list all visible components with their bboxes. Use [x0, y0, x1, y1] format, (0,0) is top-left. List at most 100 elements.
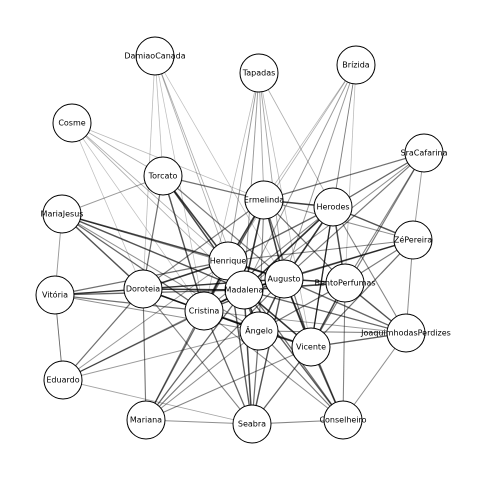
edge-zepereira-henrique	[227, 239, 414, 262]
node-circle-bentoperfumas	[325, 263, 365, 303]
node-cosme: Cosme	[52, 103, 92, 143]
edge-sracafarina-ermelinda	[263, 152, 425, 201]
edge-joaquimhodas-augusto	[283, 278, 407, 334]
node-circle-tapadas	[239, 53, 279, 93]
node-label-madalena: Madalena	[225, 286, 264, 295]
edge-tapadas-henrique	[227, 72, 260, 262]
edge-damiao-augusto	[154, 55, 285, 280]
node-torcato: Torcato	[143, 156, 183, 196]
node-label-cosme: Cosme	[58, 119, 85, 128]
node-label-damiao: DamiaoCanada	[124, 52, 185, 61]
node-eduardo: Eduardo	[43, 360, 83, 400]
node-joaquimhodas: JoaquimhodasPerdizes	[360, 313, 451, 353]
edge-tapadas-vicente	[258, 72, 312, 348]
edge-seabra-cristina	[203, 310, 253, 425]
node-tapadas: Tapadas	[239, 53, 279, 93]
edge-mariana-doroteia	[142, 288, 147, 421]
edge-joaquimhodas-cristina	[203, 310, 407, 334]
edge-cosme-doroteia	[71, 122, 144, 290]
edge-sracafarina-bentoperfumas	[344, 152, 425, 284]
edge-joaquimhodas-madalena	[243, 289, 407, 334]
node-circle-torcato	[143, 156, 183, 196]
edge-vitoria-angelo	[54, 294, 260, 332]
node-circle-brizida	[336, 45, 376, 85]
node-label-mariana: Mariana	[130, 416, 162, 425]
node-circle-mariana	[126, 400, 166, 440]
node-label-mariajesus: MariaJesus	[41, 210, 84, 219]
node-madalena: Madalena	[224, 270, 264, 310]
edge-brizida-madalena	[243, 64, 357, 291]
node-label-ermelinda: Ermelinda	[244, 196, 285, 205]
edge-conselheiro-cristina	[203, 310, 344, 421]
edge-mariana-henrique	[145, 260, 229, 421]
edge-herodes-henrique	[227, 206, 334, 262]
edge-mariana-angelo	[145, 330, 260, 421]
edge-mariajesus-cristina	[61, 213, 205, 312]
node-ermelinda: Ermelinda	[244, 180, 285, 220]
edge-seabra-madalena	[243, 289, 253, 425]
edge-seabra-augusto	[251, 278, 285, 425]
edge-mariana-madalena	[145, 289, 245, 421]
node-circle-mariajesus	[42, 194, 82, 234]
node-circle-conselheiro	[323, 400, 363, 440]
edge-mariana-vicente	[145, 346, 312, 421]
edge-herodes-vicente	[310, 206, 334, 348]
node-circle-eduardo	[43, 360, 83, 400]
edge-mariana-augusto	[145, 278, 285, 421]
edge-tapadas-ermelinda	[258, 72, 265, 201]
node-label-eduardo: Eduardo	[46, 376, 79, 385]
node-damiao: DamiaoCanada	[124, 36, 186, 76]
edge-sracafarina-augusto	[283, 152, 425, 280]
node-label-doroteia: Doroteia	[126, 285, 160, 294]
node-circle-augusto	[264, 259, 304, 299]
edge-seabra-doroteia	[142, 288, 253, 425]
edge-joaquimhodas-angelo	[258, 330, 407, 334]
edge-eduardo-angelo	[62, 330, 260, 381]
edge-mariajesus-angelo	[61, 213, 260, 332]
node-label-joaquimhodas: JoaquimhodasPerdizes	[360, 329, 451, 338]
node-circle-sracafarina	[404, 133, 444, 173]
node-circle-joaquimhodas	[386, 313, 426, 353]
edges-layer	[54, 55, 425, 425]
edge-brizida-bentoperfumas	[344, 64, 357, 284]
node-circle-doroteia	[123, 269, 163, 309]
edge-mariajesus-henrique	[61, 213, 229, 262]
node-circle-damiao	[135, 36, 175, 76]
edge-tapadas-madalena	[243, 72, 260, 291]
edge-cosme-cristina	[71, 122, 205, 312]
edge-damiao-henrique	[154, 55, 229, 262]
node-zepereira: ZéPereira	[393, 220, 433, 260]
edge-joaquimhodas-herodes	[332, 206, 407, 334]
node-seabra: Seabra	[232, 404, 272, 444]
node-vicente: Vicente	[291, 327, 331, 367]
edge-tapadas-augusto	[258, 72, 285, 280]
edge-brizida-ermelinda	[263, 64, 357, 201]
node-label-bentoperfumas: BentoPerfumas	[314, 279, 375, 288]
node-mariajesus: MariaJesus	[41, 194, 84, 234]
node-sracafarina: SraCafarina	[401, 133, 448, 173]
node-label-angelo: Ângelo	[245, 325, 273, 336]
node-circle-madalena	[224, 270, 264, 310]
node-label-cristina: Cristina	[189, 307, 220, 316]
edge-damiao-torcato	[154, 55, 164, 177]
node-brizida: Brízida	[336, 45, 376, 85]
node-circle-seabra	[232, 404, 272, 444]
node-label-vicente: Vicente	[296, 343, 326, 352]
node-label-brizida: Brízida	[342, 61, 370, 70]
edge-sracafarina-vicente	[310, 152, 425, 348]
node-circle-zepereira	[393, 220, 433, 260]
edge-brizida-augusto	[283, 64, 357, 280]
node-mariana: Mariana	[126, 400, 166, 440]
node-label-tapadas: Tapadas	[242, 69, 276, 78]
node-bentoperfumas: BentoPerfumas	[314, 263, 376, 303]
node-circle-cristina	[184, 291, 224, 331]
node-circle-vicente	[291, 327, 331, 367]
edge-mariajesus-madalena	[61, 213, 245, 291]
node-label-sracafarina: SraCafarina	[401, 149, 448, 158]
node-label-zepereira: ZéPereira	[394, 235, 432, 245]
node-label-augusto: Augusto	[268, 275, 301, 284]
edge-herodes-madalena	[243, 206, 334, 291]
edge-eduardo-henrique	[62, 260, 229, 381]
